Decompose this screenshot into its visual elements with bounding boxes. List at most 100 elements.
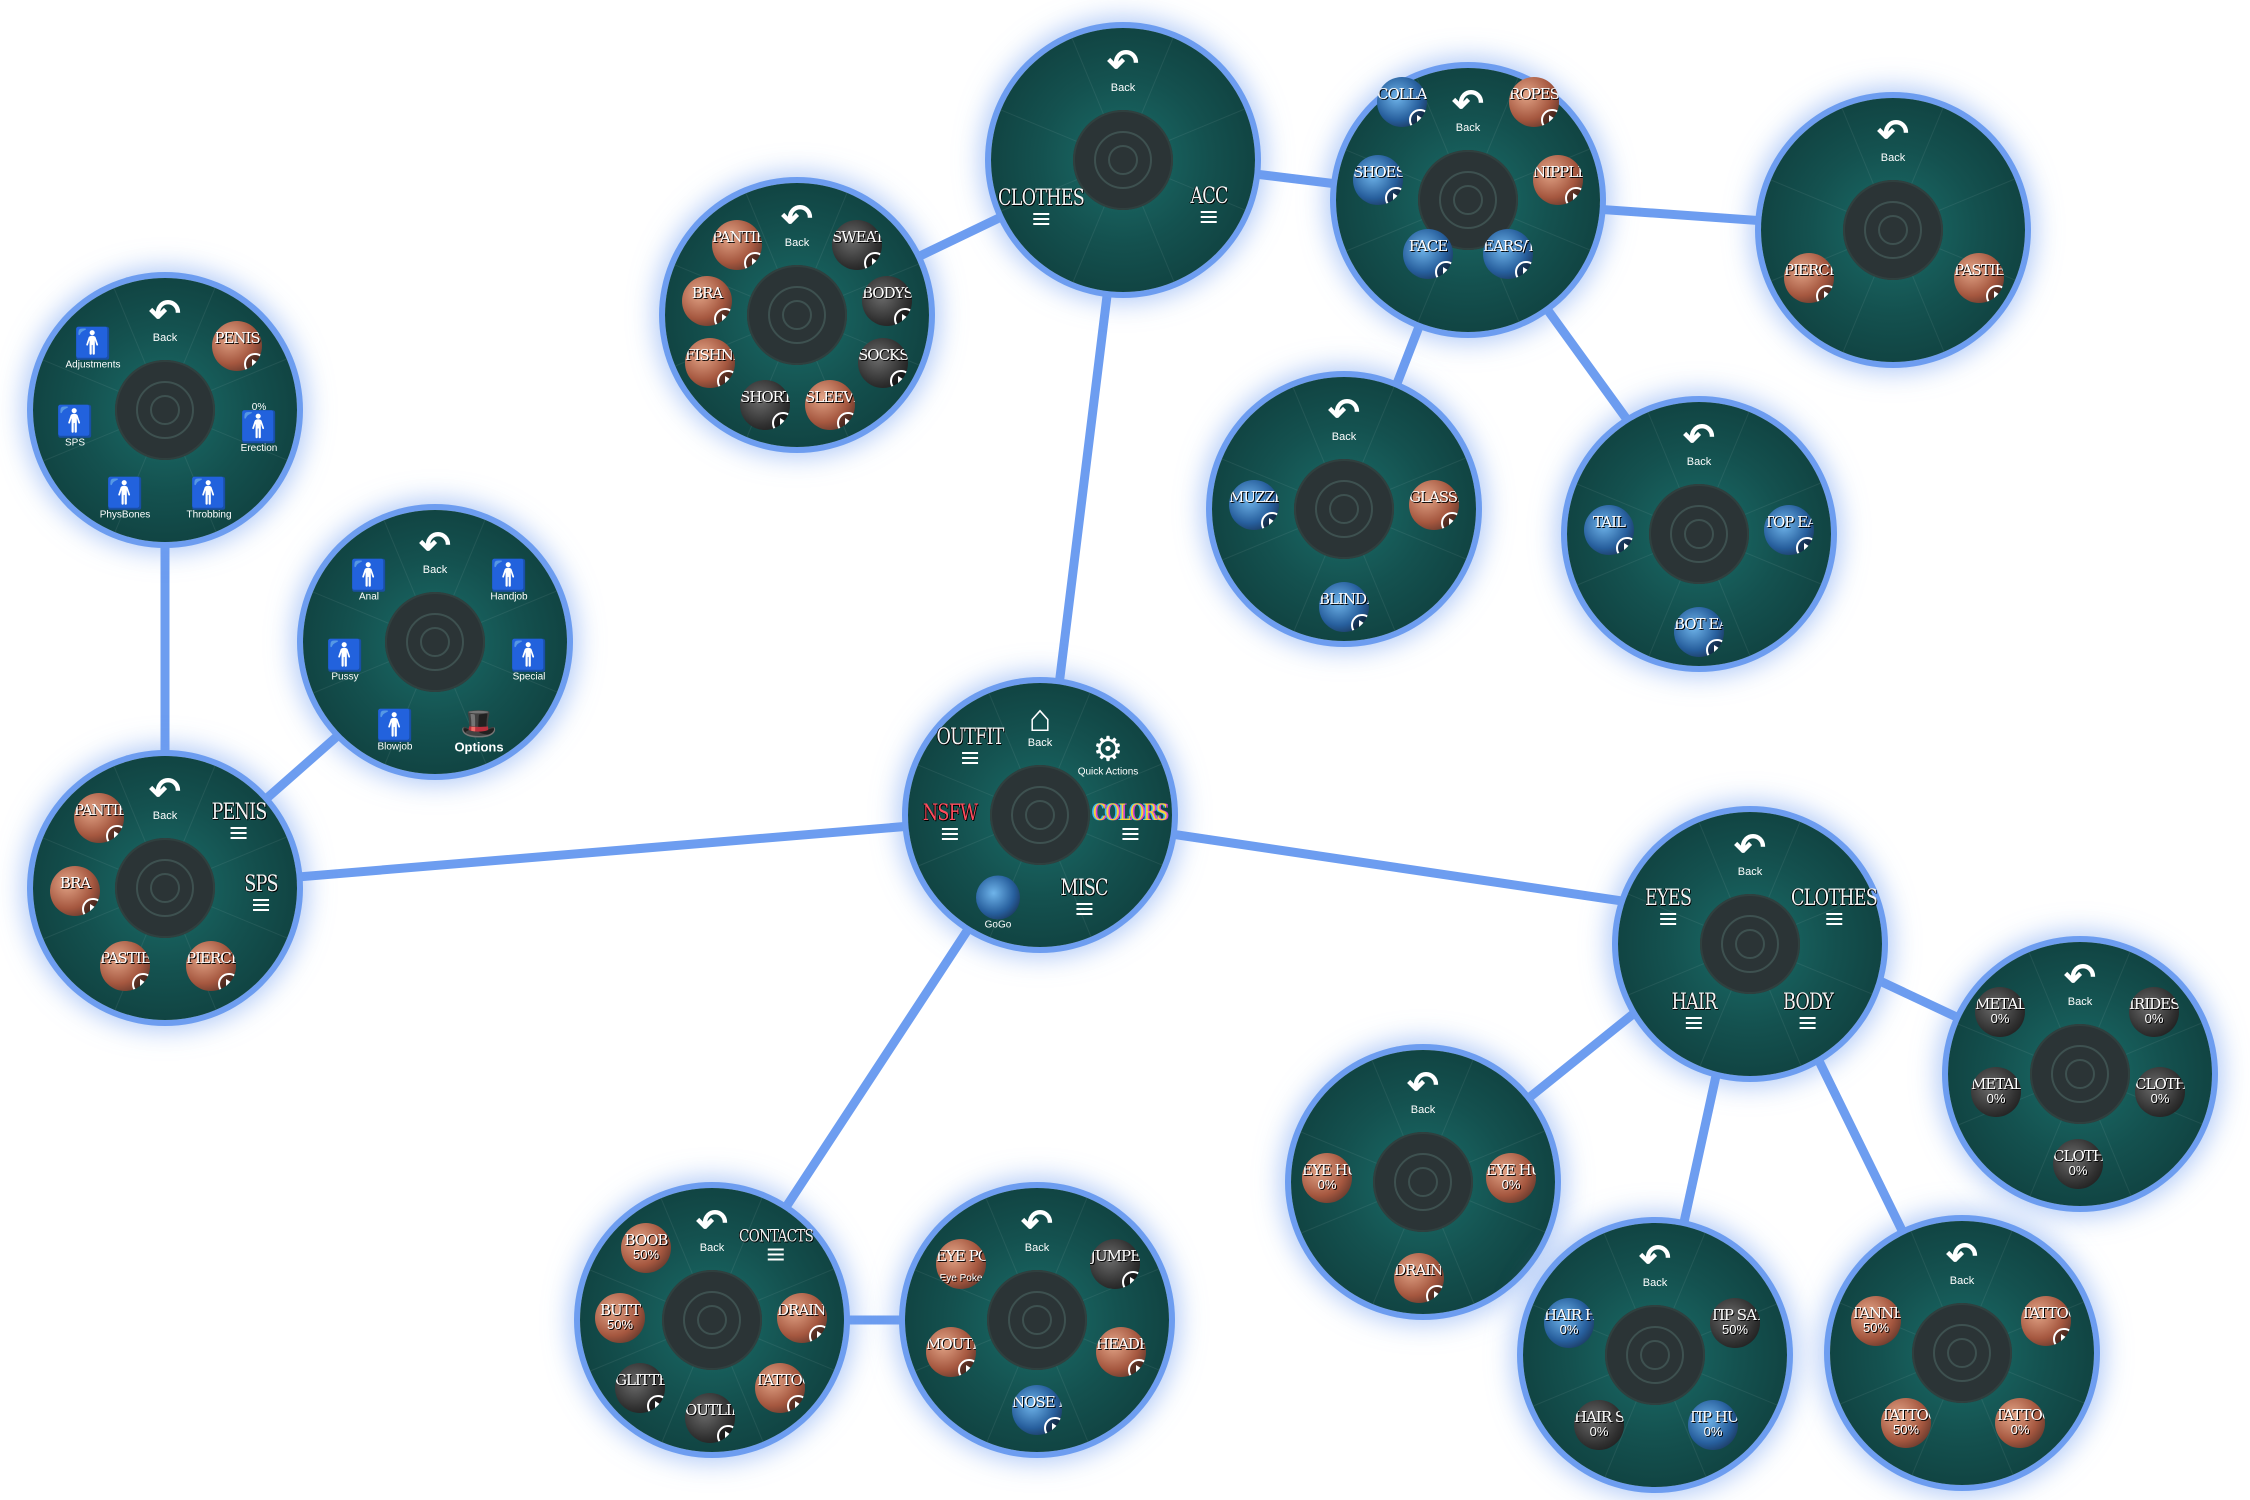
back-button[interactable]: ↶ Back [1407,1067,1439,1116]
hair-button[interactable]: HAIR [1666,990,1722,1034]
anal-toggle[interactable]: 🚹 Anal [350,561,387,603]
back-button[interactable]: ↶ Back [1683,419,1715,468]
back-button[interactable]: ↶ Back [2064,959,2096,1008]
options-button[interactable]: 🎩 Options [454,709,503,755]
sps-menu-hub[interactable] [385,592,485,692]
bra-toggle[interactable]: BRA [682,276,732,326]
iridescence-slider[interactable]: IRIDESCENCE0% [2129,987,2179,1037]
jumpexy-toggle[interactable]: JUMPEXY [1090,1239,1140,1289]
ropes-toggle[interactable]: ROPES [1509,77,1559,127]
erection-slider[interactable]: 0% 🚹 Erection [240,402,277,454]
piercing-toggle[interactable]: PIERCING [186,941,236,991]
outlines-toggle[interactable]: OUTLINES [685,1393,735,1443]
clothes-color-menu-hub[interactable] [2030,1024,2130,1124]
back-button[interactable]: ↶ Back [1021,1205,1053,1254]
handjob-button[interactable]: 🚹 Handjob [490,561,527,603]
tanness-slider[interactable]: TANNESS50% [1851,1296,1901,1346]
back-button[interactable]: ↶ Back [149,773,181,822]
eyes-menu-hub[interactable] [1373,1132,1473,1232]
back-button[interactable]: ↶ Back [419,527,451,576]
back-button[interactable]: ↶ Back [781,200,813,249]
contacts-menu-hub[interactable] [987,1270,1087,1370]
hair-hue-slider[interactable]: HAIR HUE0% [1544,1298,1594,1348]
fishnets-toggle[interactable]: FISHNETS [685,338,735,388]
socks-toggle[interactable]: SOCKS [858,338,908,388]
penis-toggle[interactable]: PENIS [212,321,262,371]
quick-actions-button[interactable]: ⚙ Quick Actions [1078,733,1139,778]
sweater-toggle[interactable]: SWEATER [832,220,882,270]
pasties-toggle[interactable]: PASTIES [100,941,150,991]
penis-button[interactable]: PENIS [205,800,274,844]
misc-button[interactable]: MISC [1054,876,1113,920]
nipples-toggle[interactable]: NIPPLES [1533,155,1583,205]
outfit-menu-hub[interactable] [1073,110,1173,210]
physbones-toggle[interactable]: 🚹 PhysBones [100,479,151,521]
ears-tail-toggle[interactable]: EARS/TAIL [1483,229,1533,279]
eye-hue-right-slider[interactable]: EYE HUE0% [1486,1153,1536,1203]
sps-toggle[interactable]: 🚹 SPS [56,407,93,449]
penis-menu-hub[interactable] [115,360,215,460]
back-button[interactable]: ↶ Back [1639,1240,1671,1289]
eye-hue-left-slider[interactable]: EYE HUE0% [1302,1153,1352,1203]
contacts-button[interactable]: CONTACTS [730,1227,823,1266]
piercing-menu-hub[interactable] [1843,180,1943,280]
main-menu-hub[interactable] [990,765,1090,865]
tail-toggle[interactable]: TAIL [1584,505,1634,555]
metal-sat-slider[interactable]: METAL SAT0% [1971,1067,2021,1117]
eyes-button[interactable]: EYES [1639,886,1697,930]
misc-menu-hub[interactable] [662,1270,762,1370]
sleeves-toggle[interactable]: SLEEVES [805,380,855,430]
body-button[interactable]: BODY [1777,990,1840,1034]
glasses-toggle[interactable]: GLASSES [1409,480,1459,530]
back-button[interactable]: ↶ Back [1734,829,1766,878]
ears-tail-menu-hub[interactable] [1649,484,1749,584]
clothes-color-button[interactable]: CLOTHES [1780,886,1887,930]
eye-poke-toggle[interactable]: EYE POKEEye Poke [936,1239,986,1289]
back-button[interactable]: ↶ Back [1328,394,1360,443]
nsfw-menu-hub[interactable] [115,838,215,938]
hair-sat-slider[interactable]: HAIR SAT0% [1574,1400,1624,1450]
back-button[interactable]: ↶ Back [1877,115,1909,164]
glitter-toggle[interactable]: GLITTER [615,1363,665,1413]
home-back-button[interactable]: ⌂ Back [1028,700,1052,749]
nose-boop-toggle[interactable]: NOSE BOOP [1012,1385,1062,1435]
metal-hue-slider[interactable]: METAL HUE0% [1975,987,2025,1037]
face-menu-hub[interactable] [1294,459,1394,559]
hair-menu-hub[interactable] [1605,1305,1705,1405]
blindfold-toggle[interactable]: BLINDFOLD [1319,582,1369,632]
gogo-button[interactable]: GoGo [976,875,1020,931]
body-menu-hub[interactable] [1912,1303,2012,1403]
outfit-button[interactable]: OUTFIT [928,725,1012,769]
headpat-toggle[interactable]: HEADPAT [1096,1327,1146,1377]
clothes-button[interactable]: CLOTHES [987,186,1094,230]
tattoos-toggle[interactable]: TATTOOS [755,1363,805,1413]
tip-hue-slider[interactable]: TIP HUE0% [1688,1400,1738,1450]
clothes-hue-slider[interactable]: CLOTHES HUE0% [2053,1139,2103,1189]
acc-button[interactable]: ACC [1186,184,1233,228]
blowjob-toggle[interactable]: 🚹 Blowjob [376,711,413,753]
shoes-toggle[interactable]: SHOES [1353,155,1403,205]
sps-button[interactable]: SPS [240,872,282,916]
clothes-menu-hub[interactable] [747,265,847,365]
bot-ears-toggle[interactable]: BOT EARS [1674,607,1724,657]
special-button[interactable]: 🚹 Special [510,641,547,683]
top-ears-toggle[interactable]: TOP EARS [1764,505,1814,555]
face-toggle[interactable]: FACE [1403,229,1453,279]
pasties-toggle[interactable]: PASTIES [1954,253,2004,303]
clothes-sat-slider[interactable]: CLOTHES SAT0% [2135,1067,2185,1117]
bra-toggle[interactable]: BRA [50,866,100,916]
back-button[interactable]: ↶ Back [1946,1238,1978,1287]
bodysuit-toggle[interactable]: BODYSUIT [862,276,912,326]
drain-eyes-toggle[interactable]: DRAIN EYES [1394,1253,1444,1303]
drain-eyes-toggle[interactable]: DRAIN EYES [777,1293,827,1343]
back-button[interactable]: ↶ Back [1452,85,1484,134]
